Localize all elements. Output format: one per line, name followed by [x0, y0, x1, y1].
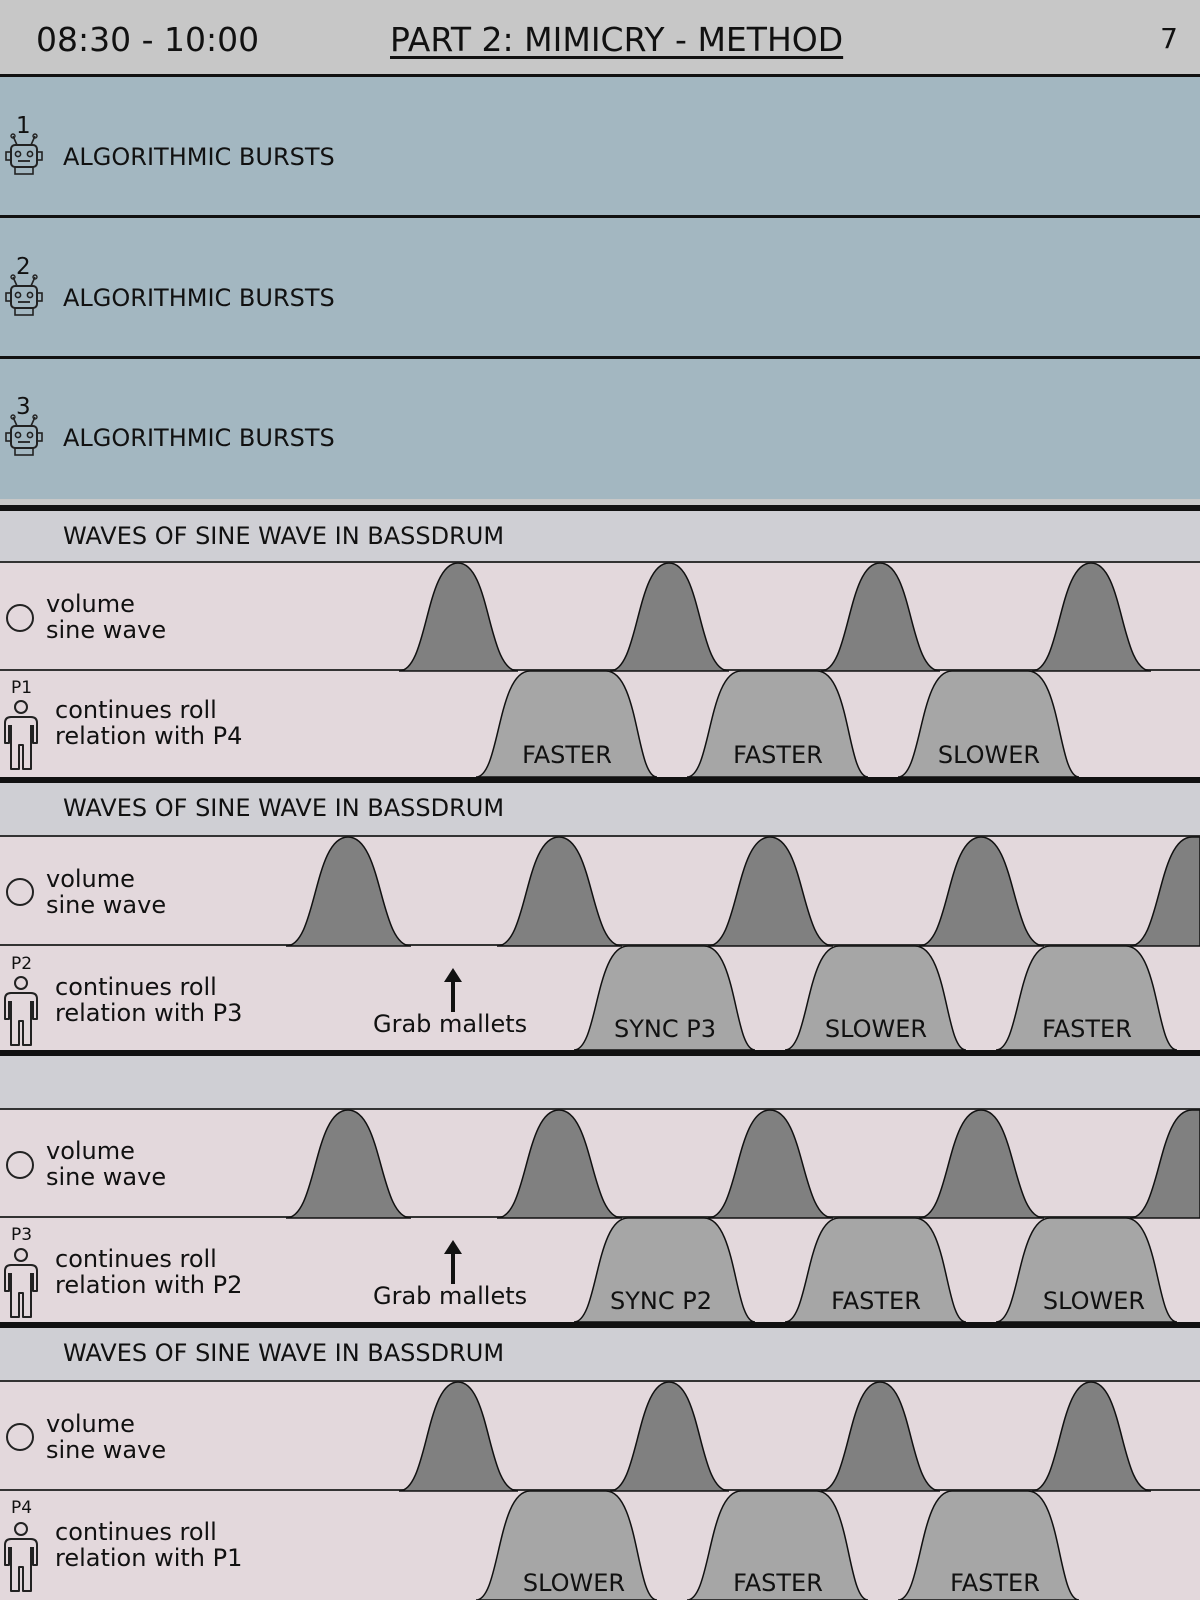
- player-label: P2: [11, 954, 33, 974]
- player-role: continues roll: [55, 1518, 217, 1546]
- volume-label: volume: [46, 1137, 135, 1165]
- section-4-player-lane: P4 continues roll relation with P1: [0, 1491, 1200, 1600]
- person-icon: [4, 1522, 38, 1592]
- section-1-volume-lane: volume sine wave: [0, 563, 1200, 671]
- section-1-player-lane: P1 continues roll relation with P4: [0, 671, 1200, 777]
- circle-icon: [6, 1151, 34, 1179]
- player-role: continues roll: [55, 696, 217, 724]
- volume-label: volume: [46, 865, 135, 893]
- section-2-header: WAVES OF SINE WAVE IN BASSDRUM: [0, 783, 1200, 837]
- page-title: PART 2: MIMICRY - METHOD: [390, 20, 844, 59]
- section-2-volume-lane: volume sine wave: [0, 837, 1200, 946]
- circle-icon: [6, 1423, 34, 1451]
- player-role: continues roll: [55, 973, 217, 1001]
- up-arrow-icon: [444, 1240, 462, 1284]
- person-icon: [4, 1248, 38, 1318]
- section-4-header: WAVES OF SINE WAVE IN BASSDRUM: [0, 1328, 1200, 1382]
- volume-sublabel: sine wave: [46, 891, 167, 919]
- player-relation: relation with P4: [55, 722, 243, 750]
- section-3-header: [0, 1056, 1200, 1110]
- robot-label: ALGORITHMIC BURSTS: [63, 143, 335, 171]
- player-label: P4: [11, 1498, 33, 1518]
- section-divider: [0, 777, 1200, 783]
- section-3-player-lane: P3 continues roll relation with P2 Grab …: [0, 1218, 1200, 1322]
- robot-row-2: 2 ALGORITHMIC BURSTS: [0, 218, 1200, 359]
- robot-label: ALGORITHMIC BURSTS: [63, 424, 335, 452]
- volume-sublabel: sine wave: [46, 616, 167, 644]
- robot-icon: [5, 274, 43, 316]
- volume-label: volume: [46, 590, 135, 618]
- section-header-label: WAVES OF SINE WAVE IN BASSDRUM: [63, 794, 505, 822]
- robot-row-1: 1 ALGORITHMIC BURSTS: [0, 77, 1200, 218]
- robot-number: 1: [16, 113, 31, 139]
- person-icon: [4, 700, 38, 770]
- grab-mallets-label: Grab mallets: [373, 1282, 528, 1310]
- time-range: 08:30 - 10:00: [36, 20, 260, 59]
- page-number: 7: [1160, 22, 1178, 55]
- volume-label: volume: [46, 1410, 135, 1438]
- robot-icon: [5, 133, 43, 175]
- robot-number: 3: [16, 394, 31, 420]
- section-divider: [0, 505, 1200, 511]
- section-3-volume-lane: volume sine wave: [0, 1110, 1200, 1218]
- section-header-label: WAVES OF SINE WAVE IN BASSDRUM: [63, 522, 505, 550]
- circle-icon: [6, 604, 34, 632]
- player-relation: relation with P2: [55, 1271, 243, 1299]
- volume-sublabel: sine wave: [46, 1436, 167, 1464]
- robot-number: 2: [16, 254, 31, 280]
- person-icon: [4, 976, 38, 1046]
- section-2-player-lane: P2 continues roll relation with P3 Grab …: [0, 946, 1200, 1050]
- section-1-header: WAVES OF SINE WAVE IN BASSDRUM: [0, 511, 1200, 563]
- grab-mallets-label: Grab mallets: [373, 1010, 528, 1038]
- up-arrow-icon: [444, 968, 462, 1012]
- section-4-volume-lane: volume sine wave: [0, 1382, 1200, 1491]
- section-divider: [0, 1050, 1200, 1056]
- player-relation: relation with P3: [55, 999, 243, 1027]
- player-role: continues roll: [55, 1245, 217, 1273]
- robot-label: ALGORITHMIC BURSTS: [63, 284, 335, 312]
- robot-icon: [5, 414, 43, 456]
- section-header-label: WAVES OF SINE WAVE IN BASSDRUM: [63, 1339, 505, 1367]
- player-label: P1: [11, 678, 33, 698]
- page-header: 08:30 - 10:00 PART 2: MIMICRY - METHOD 7: [0, 0, 1200, 77]
- circle-icon: [6, 878, 34, 906]
- player-label: P3: [11, 1225, 33, 1245]
- section-divider: [0, 1322, 1200, 1328]
- robot-row-3: 3 ALGORITHMIC BURSTS: [0, 359, 1200, 499]
- player-relation: relation with P1: [55, 1544, 243, 1572]
- volume-sublabel: sine wave: [46, 1163, 167, 1191]
